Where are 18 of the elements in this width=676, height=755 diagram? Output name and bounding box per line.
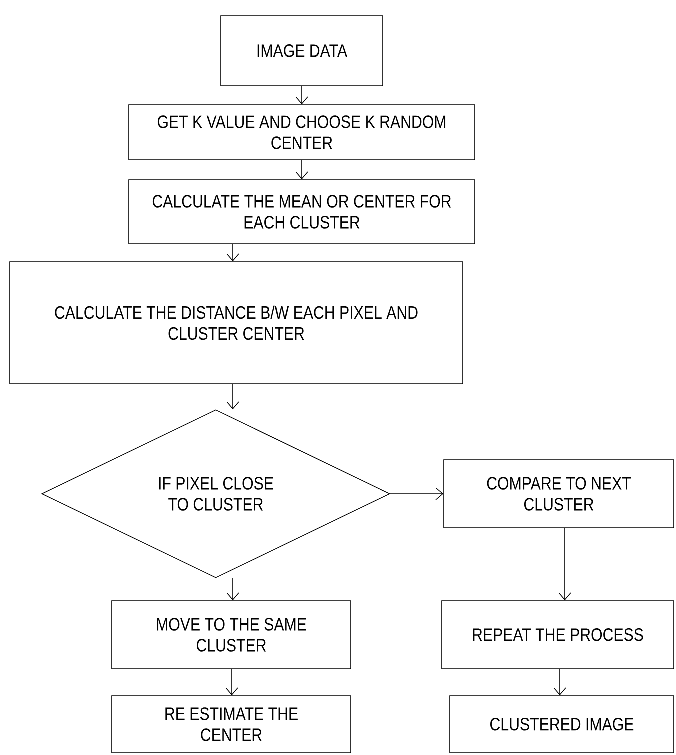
arrow: [226, 669, 238, 696]
process-box: CALCULATE THE DISTANCE B/W EACH PIXEL AND CLUSTER CENTER: [10, 262, 464, 384]
process-box: IMAGE DATA: [220, 16, 384, 86]
arrow: [558, 528, 572, 601]
process-box: CLUSTERED IMAGE: [450, 696, 674, 754]
process-box: MOVE TO THE SAME CLUSTER: [112, 600, 352, 670]
process-box: RE ESTIMATE THE CENTER: [112, 696, 352, 754]
arrow: [226, 244, 240, 262]
process-box: GET K VALUE AND CHOOSE K RANDOM CENTER: [128, 104, 476, 160]
process-box: COMPARE TO NEXT CLUSTER: [444, 460, 674, 528]
process-box: CALCULATE THE MEAN OR CENTER FOR EACH CLUSTER: [128, 180, 476, 244]
arrow: [296, 160, 308, 180]
arrow: [390, 488, 444, 500]
arrow: [226, 578, 240, 601]
arrow: [554, 669, 566, 696]
arrow: [296, 86, 308, 105]
arrow: [226, 384, 240, 410]
process-box: REPEAT THE PROCESS: [442, 600, 674, 670]
